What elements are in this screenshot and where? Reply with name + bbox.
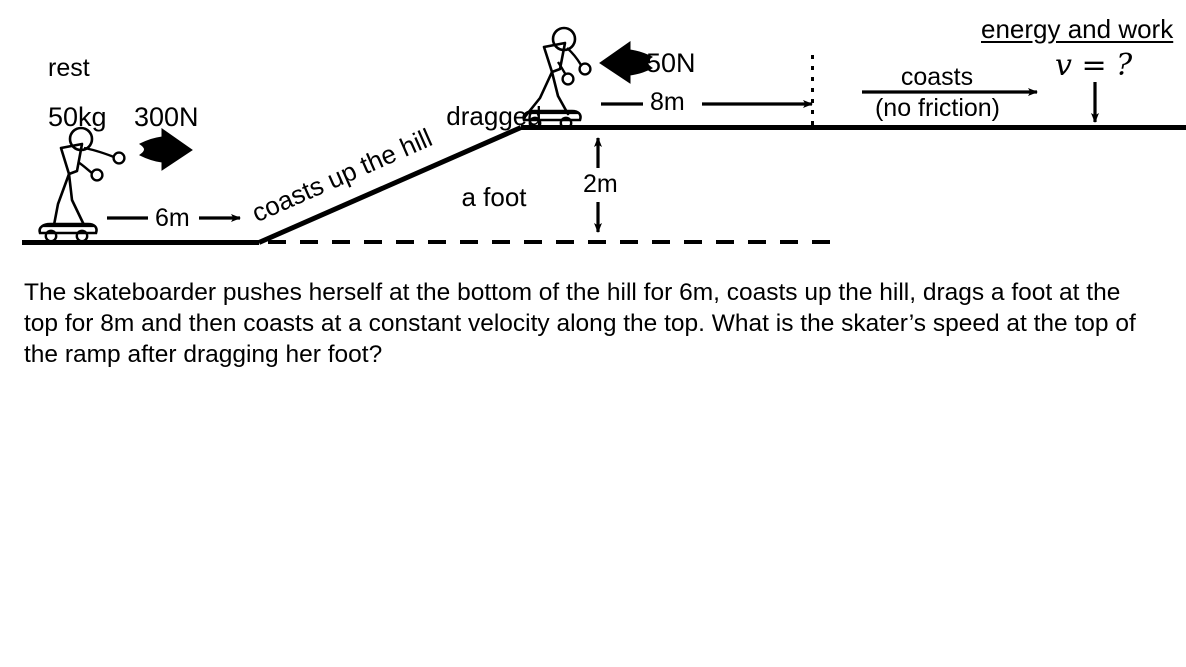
skater-hand-upper-top (578, 62, 592, 76)
label-dragged-a-foot: dragged a foot (444, 48, 544, 266)
skater-top (522, 26, 592, 130)
dimension-8m (601, 55, 814, 127)
skateboard-deck-bottom (38, 222, 98, 235)
skater-dragging-leg (522, 70, 554, 120)
question-text: The skateboarder pushes herself at the b… (24, 278, 1136, 368)
skater-hand-lower-bottom (90, 168, 104, 182)
skater-hand-lower-top (561, 72, 575, 86)
skater-torso-top (542, 41, 567, 74)
label-distance-8m: 8m (650, 88, 685, 116)
skater-lower-arm-bottom (77, 161, 93, 174)
skater-torso-bottom (59, 142, 84, 176)
skateboard-wheel-front-top (559, 116, 573, 130)
label-coasts: coasts (900, 63, 974, 91)
label-height-2m: 2m (583, 170, 618, 198)
skateboard-wheel-front (75, 229, 89, 243)
skater-front-leg-bottom (67, 172, 86, 227)
skater-bottom (38, 126, 126, 243)
skater-upper-arm-top (566, 47, 583, 66)
label-push-force-300N: 300N (134, 102, 199, 132)
label-no-friction: (no friction) (874, 94, 1001, 122)
ramp-incline-line (257, 125, 523, 245)
label-dragged-line1: dragged (446, 100, 542, 131)
skateboard-wheel-rear-top (528, 116, 542, 130)
skater-head-top (551, 26, 577, 52)
terrain-group (22, 125, 1186, 245)
figure-heading: energy and work (981, 14, 1174, 44)
label-rest: rest (48, 54, 90, 82)
skateboard-deck-top (522, 109, 582, 122)
label-friction-force-50N: 50N (646, 48, 696, 78)
skater-back-leg-bottom (52, 172, 71, 227)
skater-head-bottom (68, 126, 94, 152)
skater-upper-arm-bottom (83, 146, 115, 159)
label-distance-6m: 6m (155, 204, 190, 232)
label-unknown-speed: v = ? (1055, 48, 1133, 83)
push-force-arrow-300N (139, 128, 193, 171)
skater-hand-upper-bottom (112, 151, 126, 165)
friction-force-arrow-50N (599, 41, 653, 84)
label-dragged-line2: a foot (461, 182, 527, 213)
label-mass-50kg: 50kg (48, 102, 107, 132)
skateboard-wheel-rear (44, 229, 58, 243)
skater-standing-leg (550, 70, 570, 116)
